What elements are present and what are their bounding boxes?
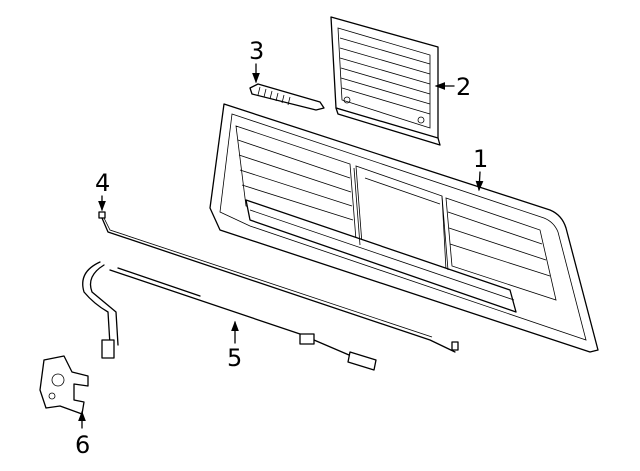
callout-3: 3 bbox=[249, 37, 264, 65]
part-3-latch-handle bbox=[249, 83, 325, 111]
callout-1: 1 bbox=[473, 145, 488, 173]
callout-5: 5 bbox=[227, 344, 242, 372]
part-1-back-window-assembly bbox=[209, 103, 599, 353]
part-4-5-cables bbox=[82, 211, 459, 371]
callout-arrows bbox=[78, 63, 484, 429]
part-6-latch bbox=[39, 355, 89, 415]
callout-6: 6 bbox=[75, 431, 90, 459]
part-2-slider-glass bbox=[330, 16, 441, 146]
callout-4: 4 bbox=[95, 169, 110, 197]
callout-2: 2 bbox=[456, 73, 471, 101]
